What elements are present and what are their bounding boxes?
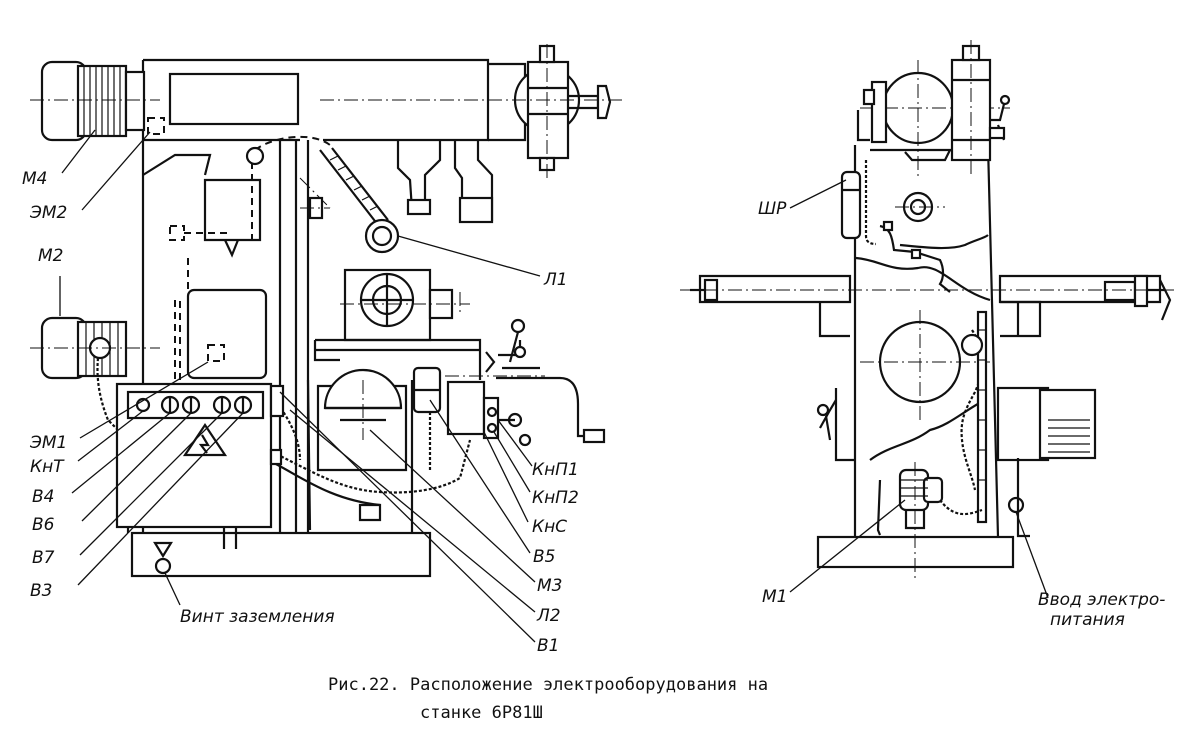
label-b4: В4 xyxy=(32,487,54,507)
shr-connector xyxy=(840,170,862,240)
caption-line-2: станке 6Р81Ш xyxy=(420,703,543,723)
side-leaders xyxy=(789,179,1049,599)
label-m2: М2 xyxy=(38,246,63,266)
label-b3: В3 xyxy=(30,581,52,601)
label-b5: В5 xyxy=(533,547,555,567)
label-knt: КнТ xyxy=(30,457,65,477)
side-table-right xyxy=(998,274,1162,304)
label-knp1: КнП1 xyxy=(532,460,579,480)
ground-triangle-icon xyxy=(153,541,173,559)
ground-screw-icon xyxy=(154,557,172,575)
side-view xyxy=(680,40,1175,582)
label-m3: М3 xyxy=(537,576,562,596)
label-em1: ЭМ1 xyxy=(29,433,67,453)
front-base xyxy=(130,531,432,578)
label-shr: ШР xyxy=(758,199,787,219)
label-b7: В7 xyxy=(32,548,55,568)
power-input-icon xyxy=(1007,496,1025,514)
side-table-left xyxy=(698,274,852,304)
label-b1: В1 xyxy=(537,636,559,656)
label-ground-screw: Винт заземления xyxy=(180,607,335,627)
label-l2: Л2 xyxy=(536,606,561,626)
control-block xyxy=(446,380,486,436)
top-panel xyxy=(168,72,300,126)
label-kns: КнС xyxy=(532,517,567,537)
caption: Рис.22. Расположение электрооборудования… xyxy=(328,675,768,723)
label-power-input-2: питания xyxy=(1050,610,1125,630)
label-m4: М4 xyxy=(22,169,47,189)
label-l1: Л1 xyxy=(543,270,568,290)
front-view xyxy=(30,44,622,578)
label-b6: В6 xyxy=(32,515,55,535)
labels: М4 ЭМ2 М2 ЭМ1 КнТ В4 В6 В7 В3 Л1 КнП1 Кн… xyxy=(22,169,1165,656)
lamp-l1-icon xyxy=(364,218,400,254)
label-em2: ЭМ2 xyxy=(29,203,67,223)
label-power-input-1: Ввод электро- xyxy=(1038,590,1165,610)
caption-line-1: Рис.22. Расположение электрооборудования… xyxy=(328,675,768,695)
label-m1: М1 xyxy=(762,587,787,607)
front-leaders xyxy=(59,129,541,643)
label-knp2: КнП2 xyxy=(532,488,579,508)
